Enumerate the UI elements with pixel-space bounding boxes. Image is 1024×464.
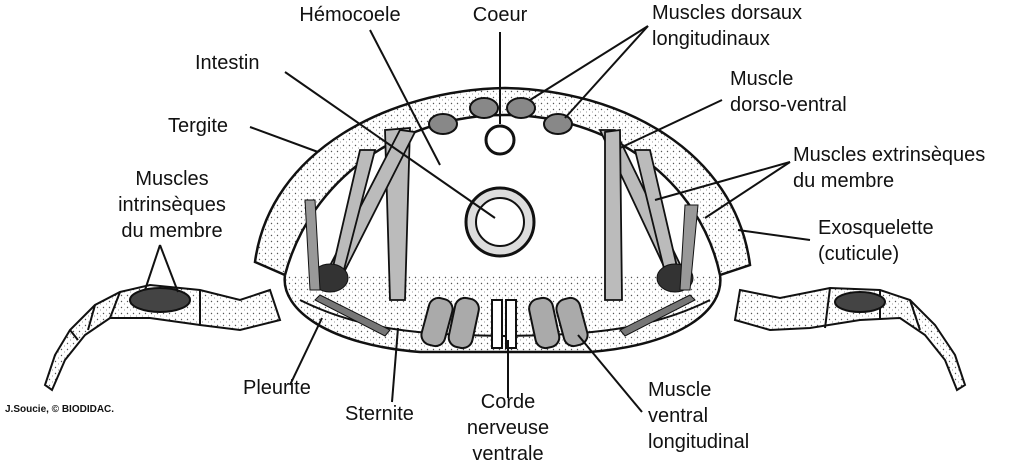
- label-exosquelette: Exosquelette (cuticule): [818, 215, 934, 267]
- heart: [484, 124, 516, 156]
- label-line: Exosquelette: [818, 217, 934, 239]
- label-muscles-dorsaux: Muscles dorsaux longitudinaux: [652, 0, 802, 52]
- label-line: ventrale: [472, 443, 544, 464]
- label-sternite: Sternite: [345, 403, 414, 425]
- label-corde-nerveuse: Corde nerveuse ventrale: [467, 389, 549, 464]
- label-coeur: Coeur: [472, 4, 528, 26]
- left-leg: [43, 283, 282, 392]
- extrinsic-limb-muscles: [304, 199, 699, 337]
- label-hemocoele: Hémocoele: [299, 4, 401, 26]
- right-leg: [733, 286, 967, 392]
- label-line: Muscles: [135, 168, 209, 190]
- label-line: longitudinal: [648, 431, 750, 453]
- label-muscles-extrinseques: Muscles extrinsèques du membre: [793, 142, 985, 194]
- label-line: (cuticule): [818, 243, 900, 265]
- label-line: Muscles dorsaux: [652, 2, 803, 24]
- label-line: intrinsèques: [118, 194, 226, 216]
- label-line: ventral: [648, 405, 709, 427]
- label-line: nerveuse: [466, 417, 550, 439]
- label-pleurite: Pleurite: [243, 377, 311, 399]
- label-line: Muscles extrinsèques: [793, 144, 986, 166]
- label-line: du membre: [121, 220, 223, 242]
- label-muscle-dorso-ventral: Muscle dorso-ventral: [730, 66, 847, 118]
- label-muscle-ventral: Muscle ventral longitudinal: [648, 377, 749, 455]
- credit: J.Soucie, © BIODIDAC.: [5, 404, 115, 415]
- dorsal-muscles: [428, 97, 573, 135]
- label-line: du membre: [793, 170, 895, 192]
- label-muscles-intrinseques: Muscles intrinsèques du membre: [118, 166, 226, 244]
- leader-lines: [144, 25, 811, 413]
- label-intestin: Intestin: [195, 52, 260, 74]
- label-line: Muscle: [648, 379, 712, 401]
- ventral-longitudinal-muscles: [420, 296, 589, 350]
- label-line: Muscle: [730, 68, 794, 90]
- dorso-ventral-muscles: [318, 127, 692, 301]
- label-tergite: Tergite: [168, 115, 229, 137]
- label-line: longitudinaux: [652, 28, 770, 50]
- label-line: Corde: [480, 391, 536, 413]
- nerve-cord: [491, 299, 517, 349]
- label-line: dorso-ventral: [730, 94, 847, 116]
